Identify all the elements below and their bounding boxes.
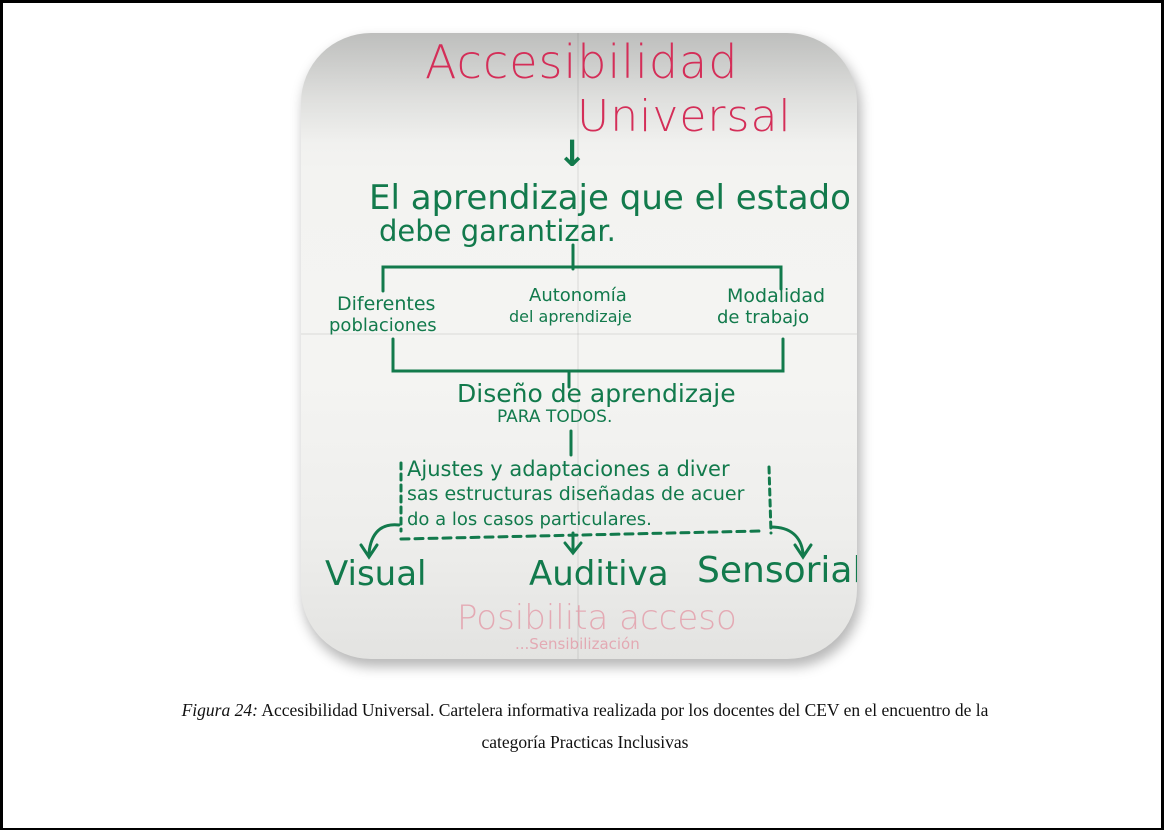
design-line2: PARA TODOS. <box>497 407 613 427</box>
caption-label: Figura 24: <box>181 700 258 720</box>
arrow-head-center <box>563 541 583 556</box>
paper-fold-horizontal <box>301 333 857 335</box>
box-right-dashed <box>767 465 773 535</box>
down-arrow-icon: ↓ <box>557 134 588 175</box>
branch-right-line2: de trabajo <box>717 307 810 328</box>
type-sensorial: Sensorial <box>697 550 857 591</box>
type-auditiva: Auditiva <box>529 554 669 594</box>
adjustments-line3: do a los casos particulares. <box>407 509 652 530</box>
caption-text-line1: Accesibilidad Universal. Cartelera infor… <box>257 700 989 720</box>
main-statement-line2: debe garantizar. <box>379 214 616 248</box>
arrow-curve-left <box>367 523 401 555</box>
bottom-bracket <box>391 337 785 373</box>
main-statement-line1: El aprendizaje que el estado <box>369 178 851 218</box>
paper-fold-vertical <box>577 33 579 659</box>
faded-line1: Posibilita acceso <box>457 598 737 638</box>
figure-caption: Figura 24: Accesibilidad Universal. Cart… <box>23 694 1147 758</box>
branch-center-line2: del aprendizaje <box>509 307 632 326</box>
type-visual: Visual <box>325 554 427 594</box>
arrow-head-left <box>359 543 379 560</box>
design-line1: Diseño de aprendizaje <box>457 379 736 408</box>
faded-line2: ...Sensibilización <box>515 635 640 653</box>
adjustments-line2: sas estructuras diseñadas de acuer <box>407 483 745 505</box>
branch-left-line2: poblaciones <box>329 315 437 336</box>
caption-text-line2: categoría Practicas Inclusivas <box>481 732 689 752</box>
box-bottom-dashed <box>399 529 763 541</box>
arrow-curve-right <box>769 525 805 555</box>
adjustments-line1: Ajustes y adaptaciones a diver <box>407 457 730 481</box>
poster-photo: Accesibilidad Universal ↓ El aprendizaje… <box>301 33 857 659</box>
poster-connector-lines <box>359 243 813 560</box>
arrow-head-right <box>793 543 813 560</box>
poster-title-line1: Accesibilidad <box>425 35 739 89</box>
top-bracket <box>381 265 783 293</box>
branch-right-line1: Modalidad <box>727 285 826 307</box>
branch-left-line1: Diferentes <box>337 293 436 315</box>
poster-title-line2: Universal <box>577 91 792 142</box>
branch-center-line1: Autonomía <box>529 285 627 306</box>
